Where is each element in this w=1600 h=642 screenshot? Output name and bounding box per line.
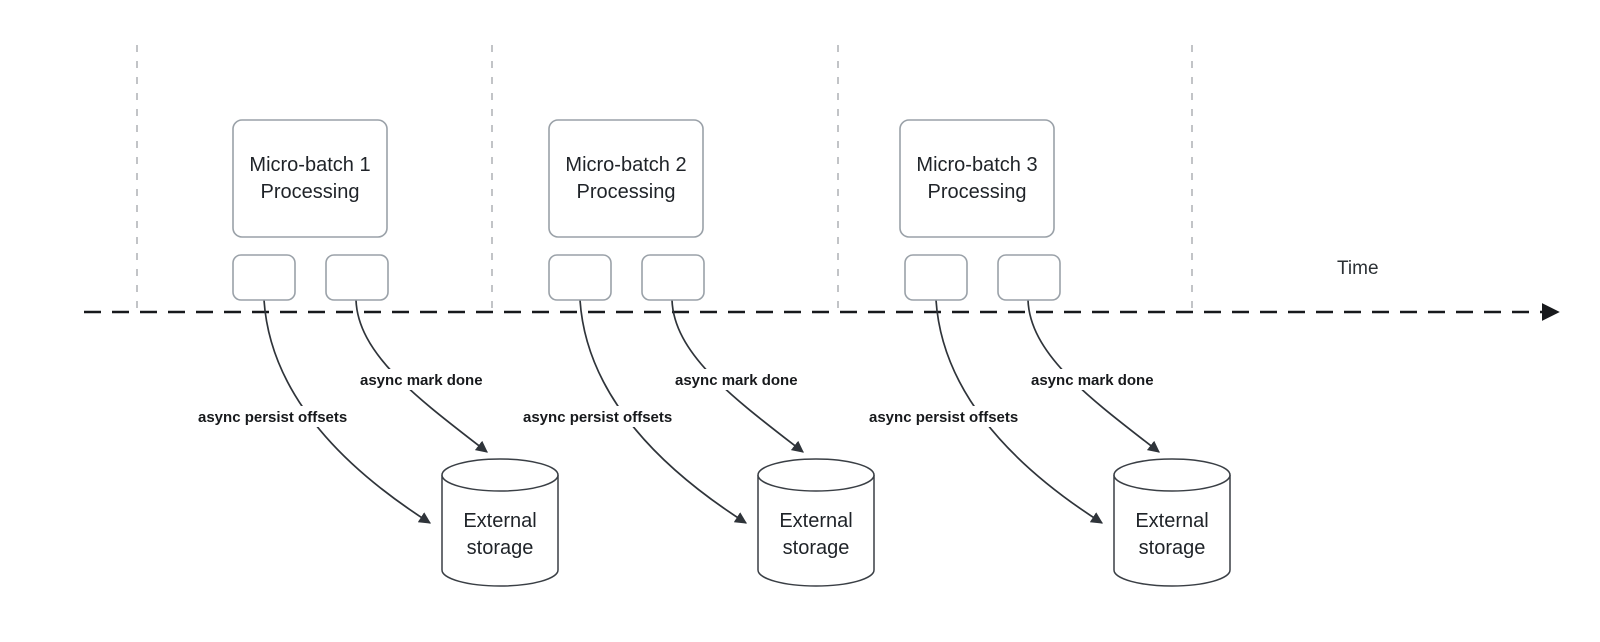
task-box-2-b[interactable] — [641, 254, 705, 301]
micro-batch-label-3-line1: Micro-batch 3 — [916, 154, 1037, 176]
edge-label-mark-done-1: async mark done — [360, 372, 483, 389]
storage-label-1-line1: External — [463, 510, 536, 532]
storage-label-3-line1: External — [1135, 510, 1208, 532]
flow-curve-persist-3 — [935, 299, 1104, 524]
timeline-axis: Time — [84, 258, 1560, 321]
cylinder-top-2 — [757, 458, 875, 492]
external-storage-cylinder-3[interactable]: External storage — [1113, 458, 1231, 587]
storage-label-2-line1: External — [779, 510, 852, 532]
edge-label-mark-done-2: async mark done — [675, 372, 798, 389]
cylinder-top-1 — [441, 458, 559, 492]
flow-curve-persist-2 — [579, 299, 748, 524]
label-backdrop-mark-done-2 — [674, 369, 815, 390]
edge-label-persist-3: async persist offsets — [869, 409, 1018, 426]
task-box-2-a[interactable] — [548, 254, 612, 301]
external-storage-cylinder-2[interactable]: External storage — [757, 458, 875, 587]
task-box-3-a[interactable] — [904, 254, 968, 301]
label-backdrop-mark-done-1 — [359, 369, 500, 390]
task-box-3-b[interactable] — [997, 254, 1061, 301]
edge-label-persist-1: async persist offsets — [198, 409, 347, 426]
edge-label-mark-done-3: async mark done — [1031, 372, 1154, 389]
label-backdrop-persist-3 — [868, 406, 1043, 427]
edge-label-persist-2: async persist offsets — [523, 409, 672, 426]
external-storage-cylinder-1[interactable]: External storage — [441, 458, 559, 587]
task-box-1-b[interactable] — [325, 254, 389, 301]
micro-batch-box-1[interactable] — [232, 119, 388, 238]
micro-batch-box-3[interactable] — [899, 119, 1055, 238]
guide-lines — [136, 45, 1193, 312]
label-backdrop-persist-1 — [197, 406, 372, 427]
time-axis-label: Time — [1337, 258, 1379, 279]
micro-batch-label-2-line2: Processing — [577, 181, 676, 203]
micro-batch-group-3: Micro-batch 3 Processing async mark done… — [868, 119, 1231, 587]
micro-batch-label-1-line2: Processing — [261, 181, 360, 203]
micro-batch-label-3-line2: Processing — [928, 181, 1027, 203]
label-backdrop-mark-done-3 — [1030, 369, 1171, 390]
micro-batch-group-1: Micro-batch 1 Processing async mark done… — [197, 119, 559, 587]
cylinder-body-1 — [441, 475, 559, 587]
micro-batch-label-2-line1: Micro-batch 2 — [565, 154, 686, 176]
flow-curve-persist-1 — [263, 299, 432, 524]
label-backdrop-persist-2 — [522, 406, 697, 427]
task-box-1-a[interactable] — [232, 254, 296, 301]
storage-label-2-line2: storage — [783, 537, 850, 559]
cylinder-body-2 — [757, 475, 875, 587]
storage-label-1-line2: storage — [467, 537, 534, 559]
micro-batch-box-2[interactable] — [548, 119, 704, 238]
cylinder-body-3 — [1113, 475, 1231, 587]
storage-label-3-line2: storage — [1139, 537, 1206, 559]
micro-batch-label-1-line1: Micro-batch 1 — [249, 154, 370, 176]
cylinder-top-3 — [1113, 458, 1231, 492]
micro-batch-group-2: Micro-batch 2 Processing async mark done… — [522, 119, 875, 587]
